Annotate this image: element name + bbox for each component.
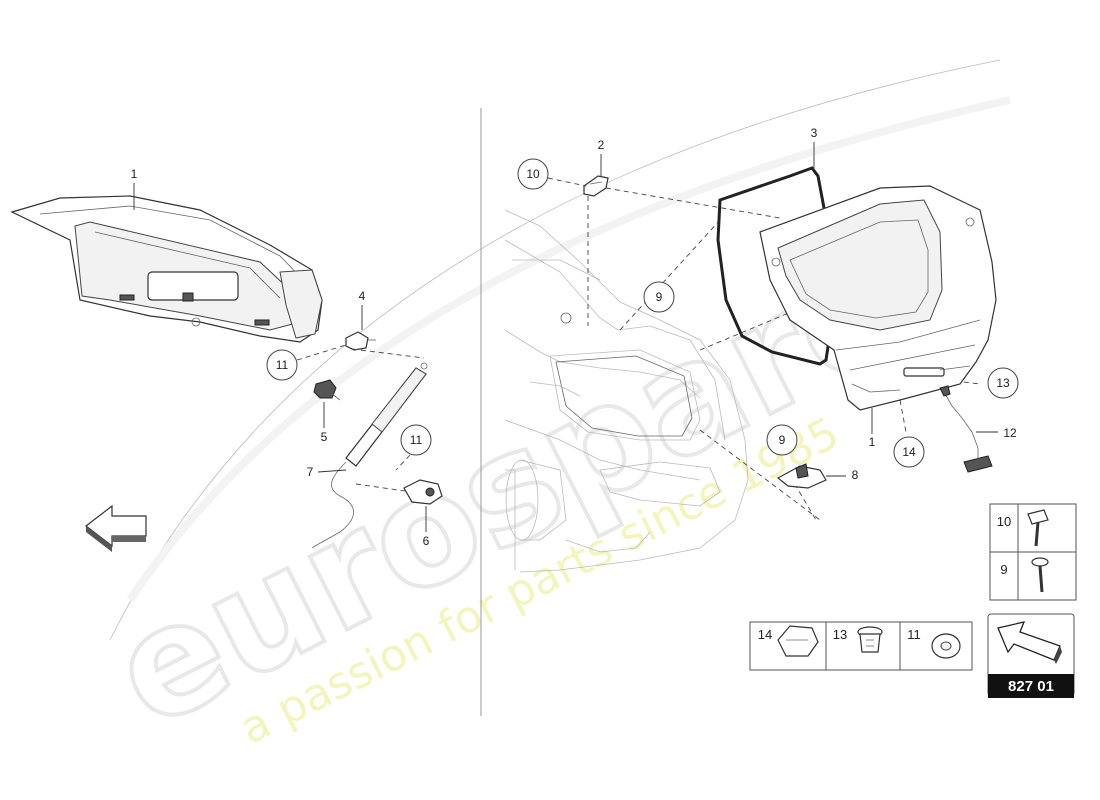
legend-num-bolt: 10 bbox=[997, 514, 1011, 529]
page-code-badge bbox=[988, 674, 1074, 698]
callout-bubble-grommet-upper: 11 bbox=[266, 344, 425, 381]
svg-text:9: 9 bbox=[779, 433, 786, 447]
svg-text:4: 4 bbox=[359, 289, 366, 303]
legend-num-clip: 14 bbox=[758, 627, 772, 642]
drive-unit-part: 6 bbox=[403, 479, 443, 548]
callout-bubble-clip: 14 bbox=[893, 436, 925, 468]
callout-left-lid: 1 bbox=[131, 167, 138, 210]
legend-num-buffer: 13 bbox=[833, 627, 847, 642]
callout-bubble-grommet-lower: 11 bbox=[355, 424, 432, 493]
svg-text:10: 10 bbox=[526, 167, 540, 181]
svg-text:5: 5 bbox=[321, 430, 328, 444]
hinge-part: 2 bbox=[583, 138, 609, 197]
legend-num-screw: 9 bbox=[1000, 562, 1007, 577]
car-rear-outline bbox=[504, 209, 749, 573]
svg-text:2: 2 bbox=[598, 138, 605, 152]
clip-icon bbox=[777, 625, 819, 657]
torx-screw-icon bbox=[1031, 557, 1049, 593]
direction-indicator: 827 01 bbox=[987, 613, 1075, 698]
grommet-icon bbox=[931, 633, 961, 659]
tailgate-part: 1 bbox=[759, 185, 997, 449]
sensor-part: 12 bbox=[939, 385, 1017, 473]
bracket-part: 4 bbox=[345, 289, 376, 351]
left-lid-trim bbox=[10, 195, 323, 343]
arrow-front-left-icon bbox=[85, 504, 147, 552]
buffer-icon bbox=[857, 626, 883, 653]
svg-text:11: 11 bbox=[410, 433, 423, 447]
svg-text:1: 1 bbox=[869, 435, 876, 449]
seal-part: 3 bbox=[716, 126, 834, 366]
callout-bubble-buffer: 13 bbox=[987, 367, 1019, 399]
svg-text:13: 13 bbox=[996, 376, 1010, 390]
arrow-front-left-icon bbox=[997, 621, 1062, 664]
latch-part: 8 bbox=[776, 463, 859, 489]
svg-text:8: 8 bbox=[852, 468, 859, 482]
svg-text:11: 11 bbox=[276, 358, 289, 372]
legend-screws: 10 9 bbox=[989, 503, 1077, 601]
page-code: 827 01 bbox=[1008, 678, 1054, 695]
legend-fasteners: 14 13 11 bbox=[749, 621, 973, 671]
clip-part: 5 bbox=[313, 379, 341, 444]
hex-flange-bolt-icon bbox=[1027, 509, 1049, 547]
svg-text:7: 7 bbox=[307, 465, 314, 479]
callout-bubble-latch-bolt: 9 bbox=[766, 424, 798, 456]
legend-num-grommet: 11 bbox=[907, 627, 921, 642]
callout-bubble-car-bolt: 9 bbox=[643, 281, 675, 313]
callout-bubble-hinge-bolt: 10 bbox=[517, 158, 587, 190]
svg-text:9: 9 bbox=[656, 290, 663, 304]
svg-text:12: 12 bbox=[1003, 426, 1017, 440]
svg-text:14: 14 bbox=[902, 445, 916, 459]
svg-text:1: 1 bbox=[131, 167, 138, 181]
gas-strut-part: 7 bbox=[307, 362, 428, 549]
svg-text:6: 6 bbox=[423, 534, 430, 548]
svg-text:3: 3 bbox=[811, 126, 818, 140]
